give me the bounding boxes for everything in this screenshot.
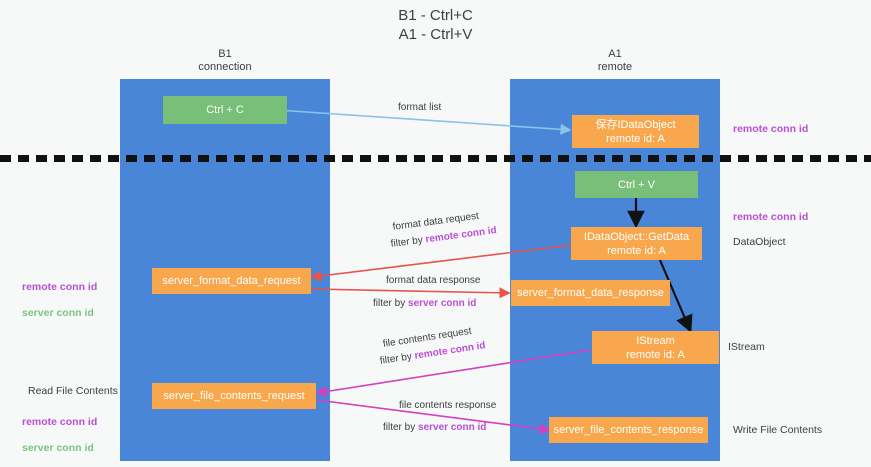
lane-header-a1: A1 remote	[597, 48, 633, 73]
legend-remote-conn-id: remote conn id	[22, 416, 98, 428]
edge-format-data-response	[311, 287, 511, 299]
edge-label-format-data-response: format data response	[386, 275, 481, 286]
annotation-read-file-contents: Read File Contents	[28, 385, 118, 397]
phase-separator	[0, 155, 871, 162]
lane-header-b1: B1 connection	[198, 48, 252, 73]
filter-prefix: filter by	[373, 298, 409, 309]
edge-label-format-list: format list	[398, 102, 442, 113]
legend-server-conn-id: server conn id	[22, 442, 94, 454]
filter-prefix: filter by	[379, 350, 416, 367]
annotation-write-file-contents: Write File Contents	[733, 424, 823, 436]
filter-key-server-conn-id: server conn id	[408, 298, 477, 309]
annotation-istream: IStream	[728, 341, 765, 353]
node-server-file-contents-response[interactable]: server_file_contents_response	[549, 417, 708, 443]
annotation-dataobject: DataObject	[733, 236, 786, 248]
edge-label-file-contents-response: file contents response	[399, 400, 497, 411]
filter-prefix: filter by	[383, 422, 419, 433]
filter-key-server-conn-id: server conn id	[418, 422, 487, 433]
node-server-format-data-request[interactable]: server_format_data_request	[152, 268, 311, 294]
node-ctrl-v[interactable]: Ctrl + V	[575, 171, 698, 198]
node-istream[interactable]: IStream remote id: A	[592, 331, 719, 364]
node-idataobject-getdata[interactable]: IDataObject::GetData remote id: A	[571, 227, 702, 260]
filter-prefix: filter by	[390, 234, 427, 250]
node-server-file-contents-request[interactable]: server_file_contents_request	[152, 383, 316, 409]
edge-label-format-data-response-filter: filter by server conn id	[373, 297, 476, 311]
node-server-format-data-response[interactable]: server_format_data_response	[511, 280, 670, 306]
legend-bottom: remote conn id server conn id	[22, 403, 97, 467]
annotation-remote-conn-id-top: remote conn id	[733, 123, 809, 135]
legend-mid: remote conn id server conn id	[22, 268, 97, 333]
annotation-remote-conn-id-mid: remote conn id	[733, 211, 809, 223]
edge-label-file-contents-response-filter: filter by server conn id	[383, 421, 486, 435]
node-idataobject-save[interactable]: 保存IDataObject remote id: A	[572, 115, 699, 148]
node-ctrl-c[interactable]: Ctrl + C	[163, 96, 287, 124]
legend-server-conn-id: server conn id	[22, 307, 94, 319]
page-title: B1 - Ctrl+C A1 - Ctrl+V	[398, 7, 473, 43]
legend-remote-conn-id: remote conn id	[22, 281, 98, 293]
